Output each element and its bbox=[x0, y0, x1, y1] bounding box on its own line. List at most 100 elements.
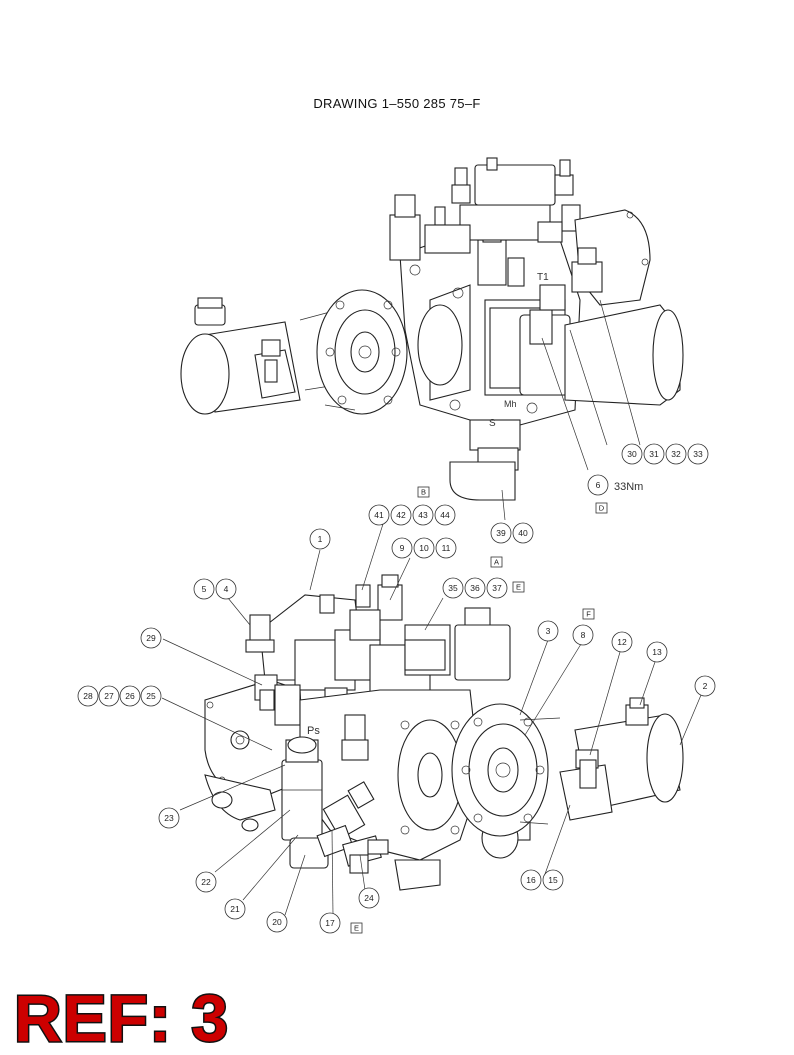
svg-text:29: 29 bbox=[146, 633, 156, 643]
port-label-mh: Mh bbox=[504, 399, 517, 409]
svg-text:16: 16 bbox=[526, 875, 536, 885]
balloon-20: 20 bbox=[266, 911, 288, 933]
top-flange bbox=[316, 289, 408, 415]
bottom-hose-fittings bbox=[316, 781, 389, 874]
balloon-26: 26 bbox=[119, 685, 141, 707]
svg-text:15: 15 bbox=[548, 875, 558, 885]
svg-text:17: 17 bbox=[325, 918, 335, 928]
top-valve-block bbox=[389, 157, 684, 501]
svg-text:B: B bbox=[421, 488, 426, 497]
svg-text:33: 33 bbox=[693, 449, 703, 459]
svg-text:11: 11 bbox=[442, 543, 451, 553]
svg-text:9: 9 bbox=[400, 543, 405, 553]
port-label-ps: Ps bbox=[307, 725, 320, 737]
balloon-39: 39 bbox=[490, 522, 512, 544]
balloon-4: 4 bbox=[215, 578, 237, 600]
balloon-40: 40 bbox=[512, 522, 534, 544]
svg-text:21: 21 bbox=[230, 904, 240, 914]
svg-text:35: 35 bbox=[448, 583, 458, 593]
svg-text:26: 26 bbox=[125, 691, 135, 701]
svg-text:1: 1 bbox=[318, 534, 323, 544]
svg-text:10: 10 bbox=[419, 543, 429, 553]
svg-text:30: 30 bbox=[627, 449, 637, 459]
view-letter-e-bottom: E bbox=[350, 922, 363, 934]
balloon-44: 44 bbox=[434, 504, 456, 526]
svg-text:8: 8 bbox=[581, 630, 586, 640]
svg-text:40: 40 bbox=[518, 528, 528, 538]
view-letter-b: B bbox=[417, 486, 430, 498]
balloon-24: 24 bbox=[358, 887, 380, 909]
top-left-cylinder bbox=[180, 297, 331, 415]
svg-text:43: 43 bbox=[418, 510, 428, 520]
svg-text:13: 13 bbox=[652, 647, 662, 657]
svg-text:3: 3 bbox=[546, 626, 551, 636]
svg-text:E: E bbox=[354, 924, 359, 933]
balloon-32: 32 bbox=[665, 443, 687, 465]
svg-text:23: 23 bbox=[164, 813, 174, 823]
top-assembly: T1 Mh S bbox=[180, 157, 684, 521]
balloon-28: 28 bbox=[77, 685, 99, 707]
svg-text:37: 37 bbox=[492, 583, 502, 593]
balloon-3: 3 bbox=[537, 620, 559, 642]
balloon-9: 9 bbox=[391, 537, 413, 559]
bottom-assembly: Ps bbox=[161, 523, 702, 916]
svg-text:24: 24 bbox=[364, 893, 374, 903]
balloon-25: 25 bbox=[140, 685, 162, 707]
bottom-flange bbox=[451, 703, 561, 837]
balloon-21: 21 bbox=[224, 898, 246, 920]
svg-text:6: 6 bbox=[596, 480, 601, 490]
balloon-16: 16 bbox=[520, 869, 542, 891]
svg-text:12: 12 bbox=[617, 637, 627, 647]
balloon-23: 23 bbox=[158, 807, 180, 829]
svg-text:22: 22 bbox=[201, 877, 211, 887]
svg-text:25: 25 bbox=[146, 691, 156, 701]
svg-text:44: 44 bbox=[440, 510, 450, 520]
balloon-6: 6 bbox=[587, 474, 609, 496]
svg-text:36: 36 bbox=[470, 583, 480, 593]
svg-text:2: 2 bbox=[703, 681, 708, 691]
balloon-15: 15 bbox=[542, 869, 564, 891]
svg-text:39: 39 bbox=[496, 528, 506, 538]
balloon-11: 11 bbox=[435, 537, 457, 559]
svg-text:31: 31 bbox=[649, 449, 659, 459]
ref-label: REF: 3 bbox=[12, 981, 230, 1055]
bottom-right-cylinder bbox=[559, 697, 684, 821]
balloon-42: 42 bbox=[390, 504, 412, 526]
svg-text:F: F bbox=[586, 610, 591, 619]
balloon-1: 1 bbox=[309, 528, 331, 550]
balloon-36: 36 bbox=[464, 577, 486, 599]
balloon-41: 41 bbox=[368, 504, 390, 526]
balloon-12: 12 bbox=[611, 631, 633, 653]
balloon-31: 31 bbox=[643, 443, 665, 465]
svg-text:32: 32 bbox=[671, 449, 681, 459]
balloon-37: 37 bbox=[486, 577, 508, 599]
svg-text:28: 28 bbox=[83, 691, 93, 701]
balloon-27: 27 bbox=[98, 685, 120, 707]
balloon-30: 30 bbox=[621, 443, 643, 465]
balloon-29: 29 bbox=[140, 627, 162, 649]
port-label-t1: T1 bbox=[537, 272, 549, 283]
balloon-2: 2 bbox=[694, 675, 716, 697]
balloon-13: 13 bbox=[646, 641, 668, 663]
balloon-8: 8 bbox=[572, 624, 594, 646]
balloon-35: 35 bbox=[442, 577, 464, 599]
balloon-33: 33 bbox=[687, 443, 709, 465]
svg-text:D: D bbox=[599, 504, 605, 513]
svg-text:4: 4 bbox=[224, 584, 229, 594]
balloon-22: 22 bbox=[195, 871, 217, 893]
drawing-title: DRAWING 1–550 285 75–F bbox=[313, 96, 481, 111]
view-letter-d: D bbox=[595, 502, 608, 514]
svg-text:5: 5 bbox=[202, 584, 207, 594]
svg-text:20: 20 bbox=[272, 917, 282, 927]
torque-note: 33Nm bbox=[614, 481, 643, 493]
view-letter-e-top: E bbox=[512, 581, 525, 593]
svg-text:42: 42 bbox=[396, 510, 406, 520]
balloon-10: 10 bbox=[413, 537, 435, 559]
port-label-s: S bbox=[489, 418, 496, 429]
svg-text:E: E bbox=[516, 583, 521, 592]
balloon-43: 43 bbox=[412, 504, 434, 526]
balloon-5: 5 bbox=[193, 578, 215, 600]
view-letter-f: F bbox=[582, 608, 595, 620]
